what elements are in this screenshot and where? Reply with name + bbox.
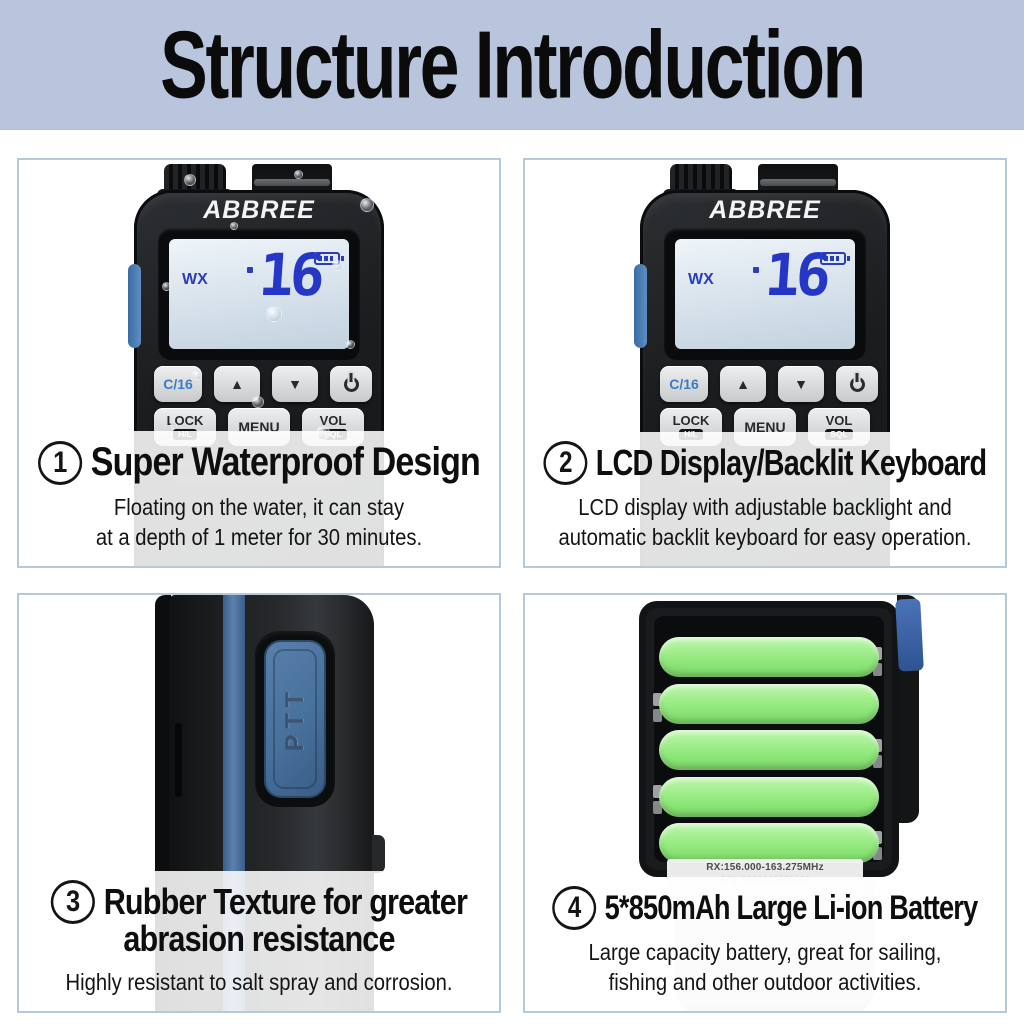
battery-contact: [653, 693, 662, 706]
caption-title: Rubber Texture for greater: [103, 880, 468, 922]
caption-desc-line: automatic backlit keyboard for easy oper…: [558, 523, 972, 550]
key-down: ▼: [272, 366, 318, 402]
caption-title-line2: abrasion resistance: [123, 917, 395, 959]
lcd-channel-number: 16: [256, 241, 324, 309]
caption-waterproof: 1 Super Waterproof Design Floating on th…: [19, 431, 499, 566]
lcd-screen: WX 16: [169, 239, 349, 349]
caption-desc-line: at a depth of 1 meter for 30 minutes.: [95, 523, 423, 550]
caption-desc-line: LCD display with adjustable backlight an…: [578, 494, 952, 521]
battery-cell: [659, 637, 879, 677]
ptt-label: PTT: [280, 686, 309, 752]
key-power: [836, 366, 878, 402]
key-up: ▲: [720, 366, 766, 402]
power-icon: [849, 376, 865, 392]
card-battery: RX:156.000-163.275MHz S/N: 8938240600086…: [523, 593, 1007, 1013]
brand-logo: ABBREE: [203, 196, 315, 224]
caption-rubber-texture: 3 Rubber Texture for greater abrasion re…: [19, 870, 499, 1011]
caption-desc-line: Floating on the water, it can stay: [113, 494, 405, 521]
side-button: [128, 264, 141, 348]
battery-icon: [820, 252, 850, 265]
side-bump: [372, 835, 385, 873]
water-droplet: [294, 170, 303, 179]
caption-desc-line: Large capacity battery, great for sailin…: [588, 939, 942, 966]
key-power: [330, 366, 372, 402]
water-droplet: [170, 422, 177, 429]
number-circle-2: 2: [543, 441, 588, 486]
ptt-button: PTT: [264, 640, 326, 798]
key-c16: C/16: [660, 366, 708, 402]
water-droplet: [184, 174, 196, 186]
caption-heading: 4 5*850mAh Large Li-ion Battery: [552, 886, 978, 931]
number-circle-3: 3: [50, 879, 96, 924]
number-circle-1: 1: [38, 440, 83, 485]
blue-clip: [895, 598, 924, 672]
page-title: Structure Introduction: [160, 10, 866, 119]
down-arrow-icon: ▼: [288, 376, 302, 392]
brand-logo: ABBREE: [709, 196, 821, 224]
up-arrow-icon: ▲: [230, 376, 244, 392]
page-header: Structure Introduction: [0, 0, 1024, 130]
water-droplet: [230, 222, 238, 230]
power-icon: [343, 376, 359, 392]
water-droplet: [332, 260, 343, 271]
lcd-bezel: WX 16: [664, 228, 866, 360]
key-lock-label: LOCK: [672, 412, 710, 428]
battery-icon: [314, 252, 344, 265]
lcd-wx-indicator: WX: [182, 271, 208, 288]
key-vol-label: VOL: [319, 412, 347, 428]
number-circle-4: 4: [552, 886, 597, 931]
lcd-screen: WX 16: [675, 239, 855, 349]
caption-desc-line: fishing and other outdoor activities.: [608, 968, 922, 995]
battery-cell: [659, 684, 879, 724]
up-arrow-icon: ▲: [736, 376, 750, 392]
side-button: [634, 264, 647, 348]
battery-contact: [653, 785, 662, 798]
caption-desc-line: Highly resistant to salt spray and corro…: [65, 968, 453, 995]
caption-battery: 4 5*850mAh Large Li-ion Battery Large ca…: [525, 877, 1005, 1011]
ptt-recess: PTT: [255, 631, 335, 807]
caption-heading: 1 Super Waterproof Design: [38, 440, 481, 485]
card-waterproof: ABBREE WX 16 C/16 ▲ ▼ LOCK H/L MENU VOL …: [17, 158, 501, 568]
caption-lcd-keyboard: 2 LCD Display/Backlit Keyboard LCD displ…: [525, 432, 1005, 566]
caption-title: Super Waterproof Design: [90, 440, 481, 485]
side-notch: [175, 723, 182, 797]
water-droplet: [192, 370, 202, 380]
caption-title: 5*850mAh Large Li-ion Battery: [604, 888, 979, 927]
battery-cell: [659, 730, 879, 770]
water-droplet: [266, 306, 282, 322]
water-droplet: [346, 340, 355, 349]
key-down: ▼: [778, 366, 824, 402]
caption-title: LCD Display/Backlit Keyboard: [595, 442, 987, 484]
lcd-wx-indicator: WX: [688, 271, 714, 288]
lcd-bezel: WX 16: [158, 228, 360, 360]
key-up: ▲: [214, 366, 260, 402]
water-droplet: [360, 198, 374, 212]
lcd-dot: [247, 267, 253, 273]
battery-cell: [659, 777, 879, 817]
caption-heading: 2 LCD Display/Backlit Keyboard: [543, 441, 987, 486]
battery-cell: [659, 823, 879, 863]
down-arrow-icon: ▼: [794, 376, 808, 392]
water-droplet: [252, 396, 264, 408]
spec-frequency: RX:156.000-163.275MHz: [706, 862, 824, 873]
lcd-dot: [753, 267, 759, 273]
card-lcd-keyboard: ABBREE WX 16 C/16 ▲ ▼ LOCK H/L MENU VOL …: [523, 158, 1007, 568]
water-droplet: [162, 282, 171, 291]
card-rubber-texture: PTT 3 Rubber Texture for greater abrasio…: [17, 593, 501, 1013]
caption-heading: 3 Rubber Texture for greater: [50, 879, 468, 924]
lcd-channel-number: 16: [762, 241, 830, 309]
key-vol-label: VOL: [825, 412, 853, 428]
